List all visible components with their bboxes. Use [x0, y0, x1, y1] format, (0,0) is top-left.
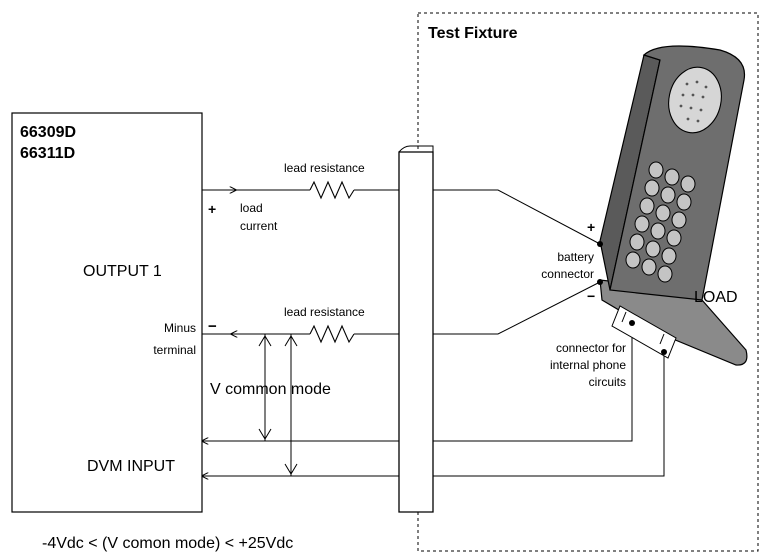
battery-connector-label-1: battery	[557, 250, 594, 264]
output-1-label: OUTPUT 1	[83, 263, 162, 280]
load-current-label-2: current	[240, 219, 278, 233]
battery-minus-dot	[597, 279, 603, 285]
connector-bar-tab-top	[398, 145, 434, 153]
connector-internal-label-1: connector for	[556, 341, 626, 355]
load-current-label-1: load	[240, 201, 263, 215]
model-66309d: 66309D	[20, 124, 76, 141]
vcm-arrow-right-bottom	[284, 463, 298, 475]
vcm-arrow-right-top	[284, 335, 298, 347]
common-mode-range-note: -4Vdc < (V comon mode) < +25Vdc	[42, 535, 293, 552]
dvm-input-label: DVM INPUT	[87, 458, 175, 475]
lead-resistor-bottom	[309, 324, 355, 344]
speaker	[668, 66, 722, 134]
wire-fixture-minus	[433, 281, 601, 335]
vcm-arrow-left-top	[258, 335, 272, 347]
wire-fixture-dvm-2	[433, 352, 665, 477]
lead-resistor-top	[309, 180, 355, 200]
battery-connector-label-2: connector	[541, 267, 594, 281]
minus-terminal-label-1: Minus	[164, 321, 196, 335]
wire-fixture-dvm-1	[433, 323, 633, 442]
keypad	[625, 161, 696, 283]
connector-internal-label-3: circuits	[589, 375, 626, 389]
phone-flap	[599, 279, 748, 366]
minus-sign-output: −	[208, 318, 217, 335]
test-fixture-title: Test Fixture	[428, 25, 518, 42]
plus-sign-output: +	[208, 201, 216, 217]
connector-dot-2	[661, 349, 667, 355]
minus-terminal-label-2: terminal	[153, 343, 196, 357]
load-label: LOAD	[694, 289, 738, 306]
v-common-mode-label: V common mode	[210, 381, 331, 398]
phone-load	[599, 45, 748, 366]
lead-resistance-bottom-label: lead resistance	[284, 305, 365, 319]
battery-plus-dot	[597, 241, 603, 247]
model-66311d: 66311D	[20, 145, 75, 162]
vcm-arrow-left-bottom	[258, 428, 272, 440]
connector-internal-label-2: internal phone	[550, 358, 626, 372]
lead-resistance-top-label: lead resistance	[284, 161, 365, 175]
internal-connector	[611, 305, 677, 359]
wire-fixture-plus	[433, 189, 601, 245]
test-fixture-boundary	[417, 12, 759, 552]
battery-minus-sign: −	[587, 288, 595, 304]
power-supply-box	[11, 112, 203, 513]
connector-bar	[398, 151, 434, 513]
connector-dot-1	[629, 320, 635, 326]
battery-plus-sign: +	[587, 219, 595, 235]
